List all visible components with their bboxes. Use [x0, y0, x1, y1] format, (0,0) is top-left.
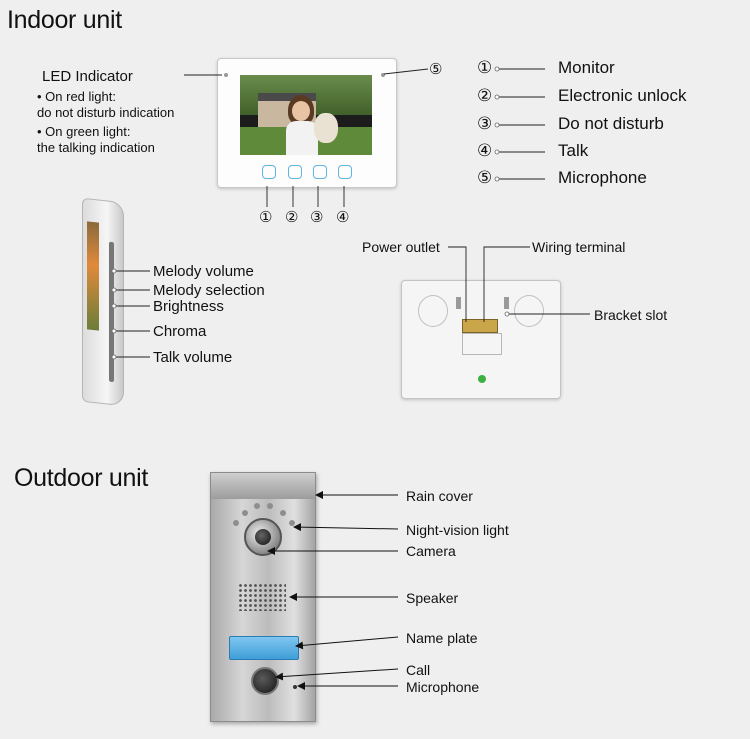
- microphone-hole: [381, 73, 385, 77]
- legend-label-microphone: Microphone: [558, 168, 647, 187]
- back-led: [478, 375, 486, 383]
- camera-lens: [244, 518, 282, 556]
- outdoor-label-microphone: Microphone: [406, 679, 480, 695]
- outdoor-label-rain-cover: Rain cover: [406, 488, 473, 504]
- outdoor-label-speaker: Speaker: [406, 590, 459, 606]
- led-bullet-red: • On red light:: [37, 89, 116, 104]
- side-label-melody-volume: Melody volume: [153, 263, 254, 280]
- indoor-monitor-back: [401, 280, 561, 399]
- label-power-outlet: Power outlet: [362, 239, 440, 255]
- legend-label-talk: Talk: [558, 141, 589, 160]
- monitor-screen: [240, 75, 372, 155]
- led-bullet-green: • On green light:: [37, 124, 131, 139]
- monitor-button[interactable]: [262, 165, 276, 179]
- rain-cover: [211, 473, 315, 499]
- ir-led-1: [254, 503, 260, 509]
- mount-hole-right: [514, 295, 544, 327]
- front-marker-3: ③: [310, 209, 324, 226]
- indoor-unit-heading: Indoor unit: [7, 6, 122, 34]
- wiring-terminal-block: [462, 319, 498, 333]
- ir-led-6: [289, 520, 295, 526]
- side-label-chroma: Chroma: [153, 323, 207, 340]
- outdoor-label-night-vision-light: Night-vision light: [406, 522, 509, 538]
- unlock-button[interactable]: [288, 165, 302, 179]
- speaker-grille: [238, 583, 286, 611]
- outdoor-unit-panel: [210, 472, 316, 722]
- do-not-disturb-button[interactable]: [313, 165, 327, 179]
- ir-led-3: [242, 510, 248, 516]
- outdoor-label-camera: Camera: [406, 543, 456, 559]
- led-bullet-red-desc: do not disturb indication: [37, 105, 175, 120]
- outdoor-label-name-plate: Name plate: [406, 630, 478, 646]
- front-marker-4: ④: [336, 209, 350, 226]
- name-plate: [229, 636, 299, 660]
- legend-num-3: ③: [477, 114, 493, 133]
- legend-label-do-not-disturb: Do not disturb: [558, 114, 664, 133]
- ir-led-5: [233, 520, 239, 526]
- ir-led-2: [267, 503, 273, 509]
- side-label-talk-volume: Talk volume: [153, 349, 233, 366]
- legend-label-monitor: Monitor: [558, 58, 615, 77]
- legend-num-2: ②: [477, 86, 493, 105]
- talk-button[interactable]: [338, 165, 352, 179]
- label-wiring-terminal: Wiring terminal: [532, 239, 626, 255]
- front-marker-2: ②: [285, 209, 299, 226]
- front-marker-5: ⑤: [429, 61, 443, 78]
- outdoor-unit-heading: Outdoor unit: [14, 464, 148, 492]
- led-bullet-green-desc: the talking indication: [37, 140, 155, 155]
- led-indicator-light: [224, 73, 228, 77]
- terminal-cover: [462, 333, 502, 355]
- label-bracket-slot: Bracket slot: [594, 307, 668, 323]
- ir-led-4: [280, 510, 286, 516]
- side-label-melody-selection: Melody selection: [153, 282, 265, 299]
- legend-num-1: ①: [477, 58, 493, 77]
- side-label-brightness: Brightness: [153, 298, 224, 315]
- indoor-monitor-front: [217, 58, 397, 188]
- legend-num-5: ⑤: [477, 168, 493, 187]
- call-button[interactable]: [251, 667, 279, 695]
- legend-label-electronic-unlock: Electronic unlock: [558, 86, 687, 105]
- front-marker-1: ①: [259, 209, 273, 226]
- outdoor-microphone-hole: [293, 685, 297, 689]
- led-indicator-title: LED Indicator: [42, 68, 133, 85]
- outdoor-label-call: Call: [406, 662, 431, 678]
- mount-hole-left: [418, 295, 448, 327]
- bracket-hook-right: [504, 297, 509, 309]
- bracket-hook-left: [456, 297, 461, 309]
- legend-num-4: ④: [477, 141, 493, 160]
